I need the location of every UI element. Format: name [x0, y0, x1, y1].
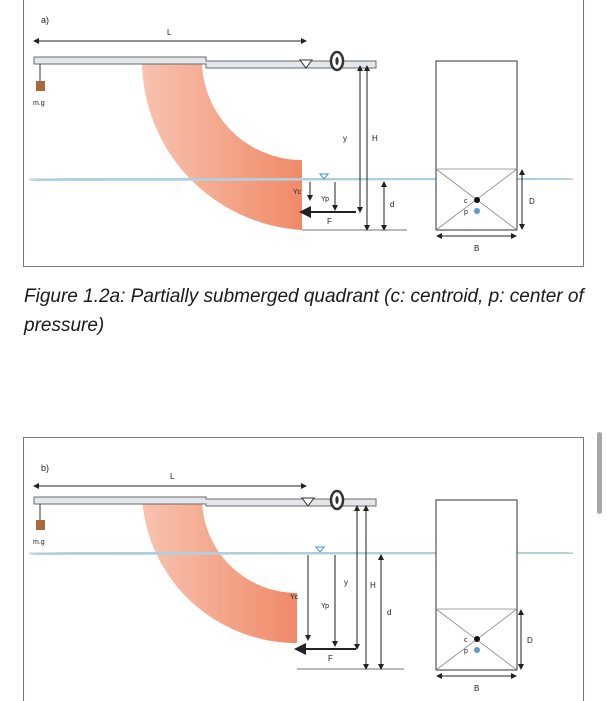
y-label: y: [344, 578, 348, 587]
arm-pointer: [299, 59, 313, 69]
yp-label: Yp: [321, 196, 329, 203]
centroid-label: c: [464, 637, 468, 644]
yc-label: Yᴄ: [290, 594, 299, 601]
side-view-box: [435, 60, 518, 231]
balance-arm: [33, 496, 377, 507]
length-label: L: [167, 28, 172, 37]
arm-pointer: [301, 497, 315, 507]
water-level-marker: [318, 173, 330, 180]
quadrant: [142, 498, 297, 644]
centroid-dot: [474, 197, 480, 203]
weight-block: [36, 81, 45, 91]
D-label: D: [527, 636, 533, 645]
d-label: d: [390, 200, 394, 209]
force-label: F: [328, 654, 333, 663]
pressure-label: p: [464, 648, 468, 655]
figure-b-diagram: b) L m.g y H d Yᴄ Yp: [29, 463, 573, 693]
y-label: y: [343, 134, 347, 143]
weight-block: [36, 520, 45, 530]
yc-label: Yᴄ: [293, 189, 302, 196]
figure-a-panel: a) L m.g y H d Yᴄ Yp: [23, 0, 584, 267]
figure-caption: Figure 1.2a: Partially submerged quadran…: [24, 286, 584, 336]
B-label: B: [474, 684, 479, 693]
h-label: H: [372, 134, 378, 143]
weight-label: m.g: [33, 539, 45, 546]
pressure-center-dot: [474, 208, 480, 214]
B-label: B: [474, 244, 479, 253]
figure-a-diagram: a) L m.g y H d Yᴄ Yp: [29, 15, 573, 253]
balance-arm: [33, 56, 377, 69]
scrollbar-thumb[interactable]: [597, 432, 602, 514]
d-label: d: [387, 608, 391, 617]
quadrant: [141, 60, 302, 230]
water-level-marker: [314, 546, 326, 553]
centroid-label: c: [464, 198, 468, 205]
panel-label: a): [41, 15, 49, 25]
length-label: L: [170, 472, 175, 481]
pivot-inner: [335, 496, 339, 504]
h-label: H: [370, 581, 376, 590]
panel-label: b): [41, 463, 49, 473]
side-view-box: [435, 499, 518, 671]
pressure-center-dot: [474, 647, 480, 653]
figure-b-panel: b) L m.g y H d Yᴄ Yp: [23, 437, 584, 701]
centroid-dot: [474, 636, 480, 642]
D-label: D: [529, 197, 535, 206]
force-label: F: [327, 217, 332, 226]
pressure-label: p: [464, 209, 468, 216]
pivot-inner: [335, 57, 339, 65]
yp-label: Yp: [321, 603, 329, 610]
weight-label: m.g: [33, 100, 45, 107]
